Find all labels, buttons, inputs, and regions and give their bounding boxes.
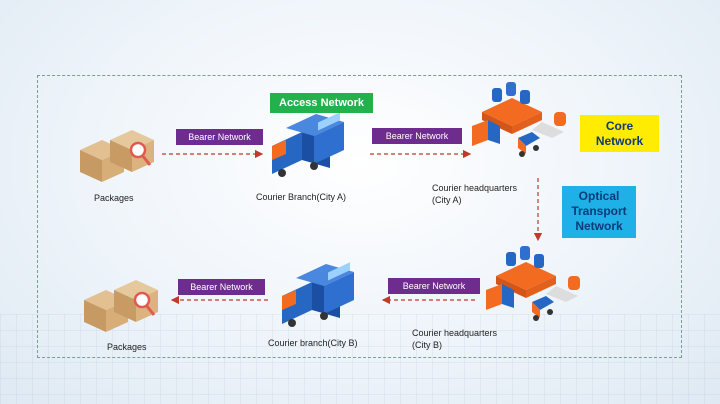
courier-truck-icon: [282, 262, 354, 327]
courier-truck-icon: [272, 112, 344, 177]
background-grid: [0, 314, 720, 404]
core-network-tag: Core Network: [580, 115, 659, 152]
bearer-network-label: Bearer Network: [176, 129, 263, 145]
warehouse-icon: [486, 246, 580, 321]
optical-line1: Optical: [578, 189, 620, 203]
package-boxes-icon: [82, 278, 160, 334]
packages-label: Packages: [107, 342, 147, 352]
bearer-network-label: Bearer Network: [372, 128, 462, 144]
bearer-network-label: Bearer Network: [178, 279, 265, 295]
courier-branch-b-label: Courier branch(City B): [268, 338, 358, 348]
courier-hq-b-line2: (City B): [412, 340, 442, 350]
diagram-frame: [37, 75, 682, 358]
package-boxes-icon: [78, 128, 156, 184]
optical-transport-network-tag: Optical Transport Network: [562, 186, 636, 238]
access-network-tag: Access Network: [270, 93, 373, 113]
courier-branch-a-label: Courier Branch(City A): [256, 192, 347, 202]
core-network-line2: Network: [595, 134, 644, 148]
warehouse-icon: [472, 82, 566, 157]
courier-hq-a-label: Courier headquarters (City A): [432, 182, 517, 206]
packages-label: Packages: [94, 193, 134, 203]
optical-line2: Transport: [571, 204, 627, 218]
courier-hq-b-label: Courier headquarters (City B): [412, 327, 497, 351]
core-network-line1: Core: [605, 119, 634, 133]
optical-line3: Network: [575, 219, 623, 233]
courier-hq-a-line1: Courier headquarters: [432, 183, 518, 193]
courier-hq-a-line2: (City A): [432, 195, 462, 205]
courier-hq-b-line1: Courier headquarters: [412, 328, 498, 338]
bearer-network-label: Bearer Network: [388, 278, 480, 294]
